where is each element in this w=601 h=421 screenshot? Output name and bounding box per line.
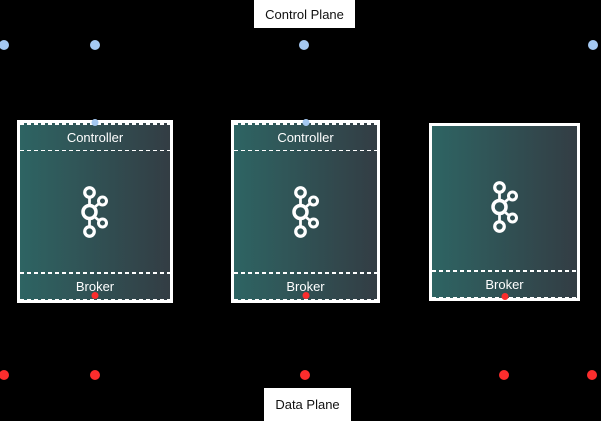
data-plane-label: Data Plane xyxy=(264,388,351,421)
control-plane-dot-3 xyxy=(299,40,309,50)
controller-section: Controller xyxy=(234,125,377,150)
dashed-separator xyxy=(20,272,170,274)
broker-label: Broker xyxy=(75,278,115,294)
broker-label: Broker xyxy=(286,278,325,294)
control-plane-label: Control Plane xyxy=(254,0,355,28)
control-plane-label-text: Control Plane xyxy=(265,6,344,22)
broker-section: Broker xyxy=(20,274,170,299)
data-plane-dot-2 xyxy=(90,370,100,380)
dashed-separator xyxy=(432,270,577,272)
controller-port-dot xyxy=(91,119,99,126)
kafka-logo-icon xyxy=(490,181,518,233)
dashed-separator xyxy=(20,149,170,151)
node-body xyxy=(234,151,377,272)
dashed-separator xyxy=(20,298,170,300)
data-plane-dot-3 xyxy=(300,370,310,380)
controller-label: Controller xyxy=(66,129,124,145)
broker-section: Broker xyxy=(432,272,577,297)
control-plane-dot-2 xyxy=(90,40,100,50)
broker-port-dot xyxy=(302,292,309,299)
broker-port-dot xyxy=(91,292,99,299)
data-plane-dot-4 xyxy=(499,370,509,380)
kafka-node-1: Controller xyxy=(17,119,173,303)
data-plane-dot-1 xyxy=(0,370,9,380)
data-plane-dot-5 xyxy=(587,370,597,380)
broker-label: Broker xyxy=(485,276,524,292)
dashed-separator xyxy=(234,298,377,300)
controller-port-dot xyxy=(302,119,309,126)
controller-label: Controller xyxy=(277,129,334,145)
controller-section: Controller xyxy=(20,125,170,150)
kafka-logo-icon xyxy=(291,185,319,238)
broker-port-dot xyxy=(501,293,508,300)
node-body xyxy=(20,151,170,272)
kafka-node-2: Controller xyxy=(231,119,380,303)
control-plane-dot-4 xyxy=(588,40,598,50)
kafka-node-3: Broker xyxy=(429,123,580,301)
broker-section: Broker xyxy=(234,274,377,299)
data-plane-label-text: Data Plane xyxy=(275,397,340,412)
dashed-separator xyxy=(234,272,377,274)
control-plane-dot-1 xyxy=(0,40,9,50)
kafka-logo-icon xyxy=(81,185,108,238)
node-body xyxy=(432,126,577,270)
dashed-separator xyxy=(234,149,377,151)
